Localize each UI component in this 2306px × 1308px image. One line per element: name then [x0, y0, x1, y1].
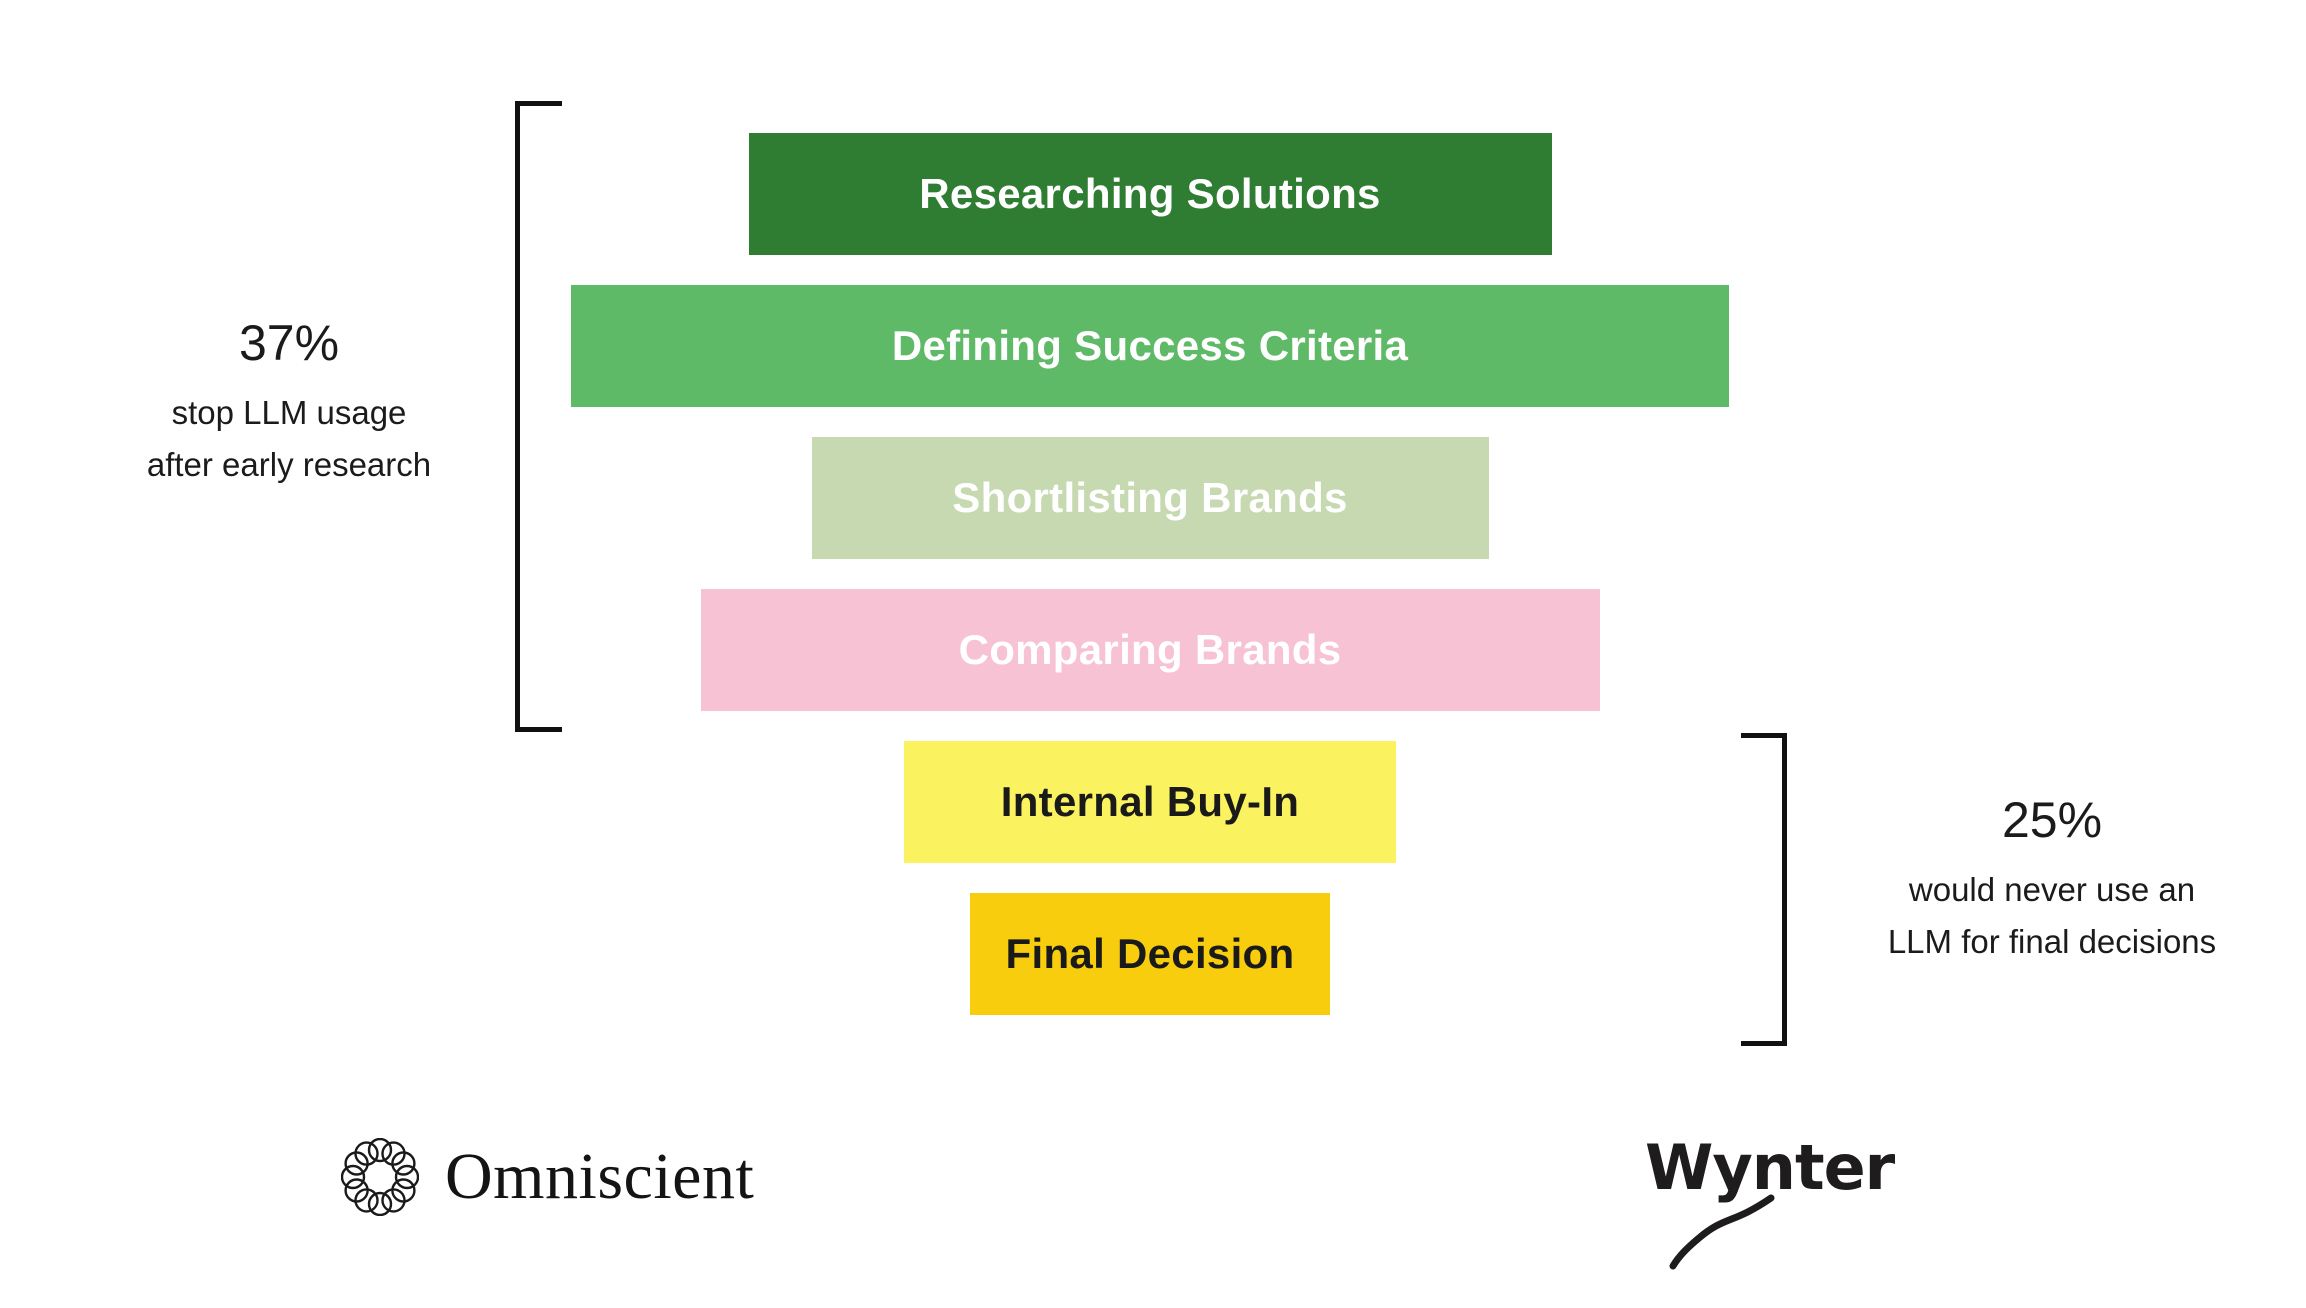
- right-annotation-line2: LLM for final decisions: [1887, 923, 2217, 960]
- funnel-stage-researching-solutions: Researching Solutions: [748, 133, 1552, 255]
- funnel-stage-label: Comparing Brands: [958, 626, 1342, 673]
- right-annotation-stat: 25%: [2001, 792, 2103, 848]
- left-annotation-line1: stop LLM usage: [171, 394, 407, 431]
- funnel-stage-comparing-brands: Comparing Brands: [700, 589, 1600, 711]
- omniscient-wordmark: Omniscient: [445, 1140, 755, 1213]
- funnel-stage-final-decision: Final Decision: [970, 893, 1330, 1015]
- funnel-stage-label: Internal Buy-In: [1000, 778, 1300, 825]
- wynter-logo: Wynter: [1645, 1136, 1895, 1270]
- funnel-stage-label: Final Decision: [1005, 930, 1295, 977]
- funnel-stage-shortlisting-brands: Shortlisting Brands: [811, 437, 1489, 559]
- left-annotation-stat: 37%: [238, 315, 340, 371]
- funnel-stage-label: Defining Success Criteria: [891, 322, 1409, 369]
- left-bracket: [515, 101, 562, 732]
- funnel-stage-label: Shortlisting Brands: [952, 474, 1348, 521]
- funnel-stage-internal-buy-in: Internal Buy-In: [904, 741, 1396, 863]
- omniscient-rosette-icon: [341, 1138, 419, 1216]
- left-annotation: 37% stop LLM usage after early research: [95, 313, 483, 491]
- wynter-brush-tail-icon: [1669, 1194, 1775, 1270]
- funnel-stage-label: Researching Solutions: [919, 170, 1381, 217]
- left-annotation-line2: after early research: [146, 446, 432, 483]
- wynter-wordmark: Wynter: [1645, 1131, 1895, 1204]
- funnel-stage-defining-success-criteria: Defining Success Criteria: [571, 285, 1729, 407]
- omniscient-logo: Omniscient: [341, 1138, 754, 1216]
- right-bracket: [1741, 733, 1787, 1046]
- right-annotation-line1: would never use an: [1908, 871, 2196, 908]
- right-annotation: 25% would never use an LLM for final dec…: [1838, 790, 2266, 968]
